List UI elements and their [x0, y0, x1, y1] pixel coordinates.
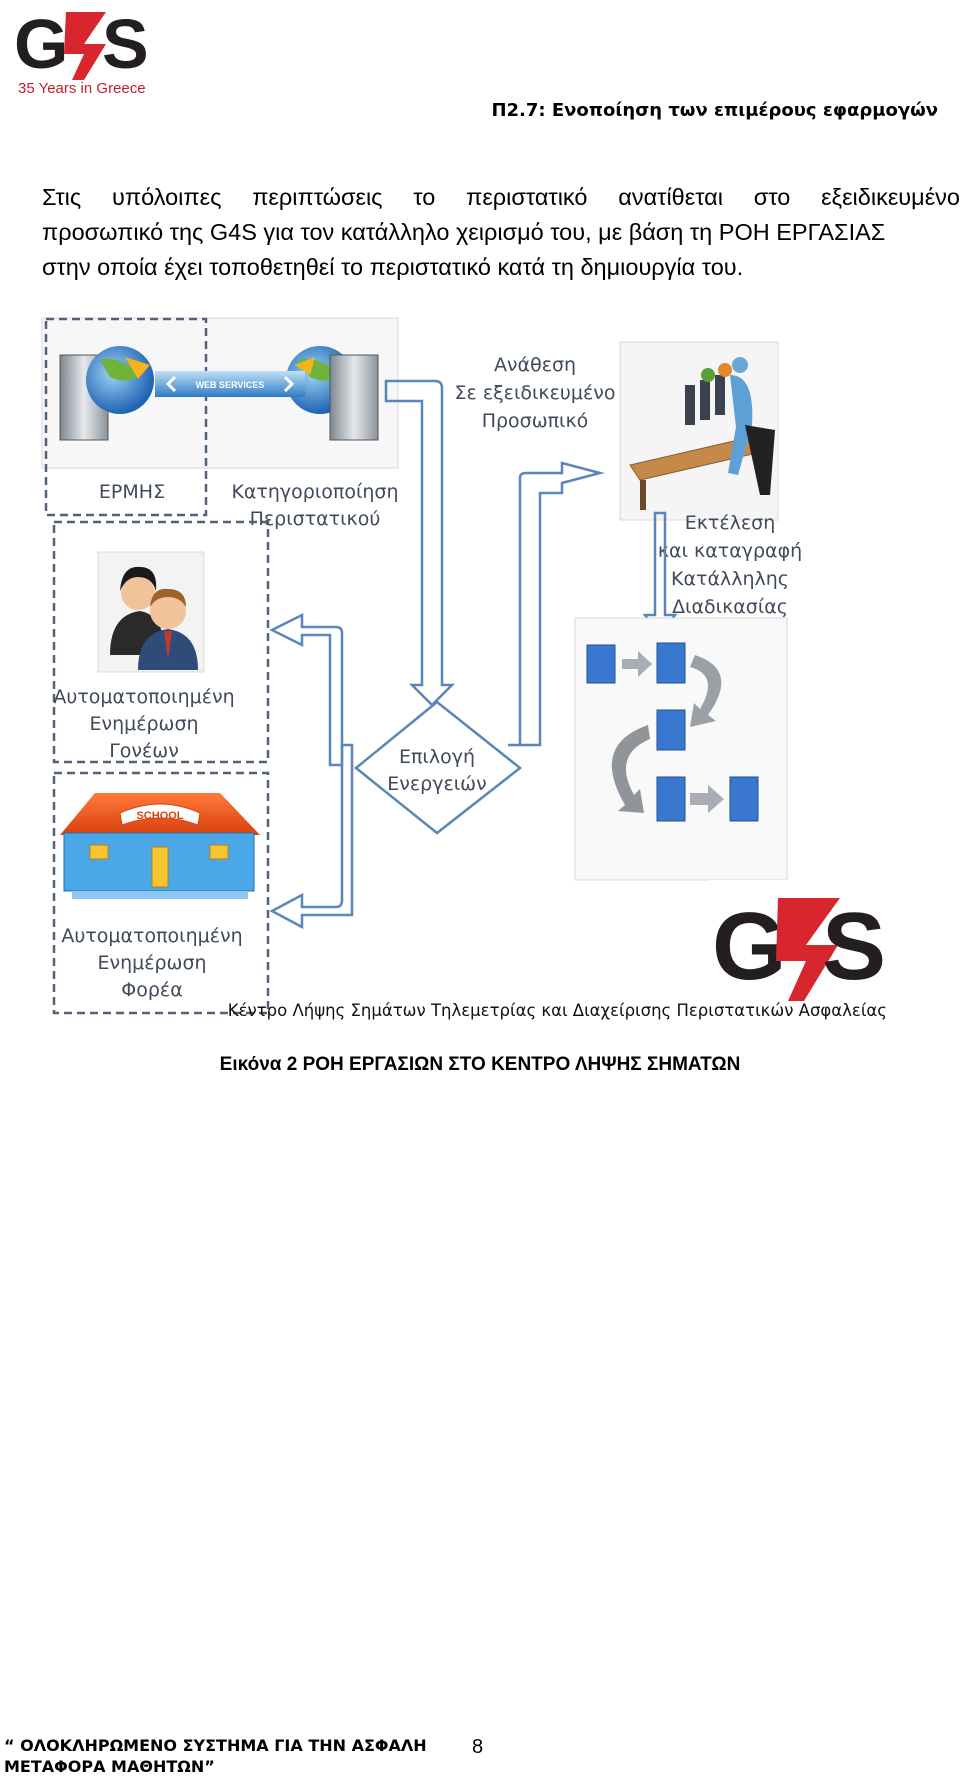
page-number: 8 [472, 1736, 484, 1758]
school-icon: SCHOOL [60, 793, 260, 899]
logo-g: G [14, 5, 68, 83]
g4s-logo: G S [14, 5, 149, 83]
footer-line-2: ΜΕΤΑΦΟΡΑ ΜΑΘΗΤΩΝ” [4, 1757, 215, 1776]
execution-label-1: Εκτέλεση [685, 512, 776, 534]
process-flow-icon [586, 642, 759, 822]
categorization-label-2: Περιστατικού [250, 508, 381, 530]
arrow-to-parents [269, 612, 344, 767]
logo-s: S [102, 5, 149, 83]
provider-label-3: Φορέα [121, 979, 182, 1001]
execution-label-3: Κατάλληλης [671, 568, 789, 590]
ermis-label: ΕΡΜΗΣ [99, 481, 165, 503]
diagram-footer-text: Κέντρο Λήψης Σημάτων Τηλεμετρίας και Δια… [228, 1001, 887, 1020]
server-left-icon [59, 346, 154, 441]
assignment-label-1: Ανάθεση [494, 354, 576, 376]
execution-label-2: και καταγραφή [658, 540, 802, 562]
diagram-logo-4 [776, 898, 840, 1001]
assignment-label-3: Προσωπικό [482, 410, 589, 432]
diagram-logo-g: G [712, 893, 787, 1000]
figure-caption: Εικόνα 2 ΡΟΗ ΕΡΓΑΣΙΩΝ ΣΤΟ ΚΕΝΤΡΟ ΛΗΨΗΣ Σ… [219, 1054, 741, 1075]
footer-line-1: “ ΟΛΟΚΛΗΡΩΜΕΝΟ ΣΥΣΤΗΜΑ ΓΙΑ ΤΗΝ ΑΣΦΑΛΗ [4, 1736, 427, 1755]
diagram-logo-s: S [822, 893, 886, 1000]
web-services-label: WEB SERVICES [196, 380, 265, 390]
logo-tagline: 35 Years in Greece [18, 80, 146, 97]
footer-title: “ ΟΛΟΚΛΗΡΩΜΕΝΟ ΣΥΣΤΗΜΑ ΓΙΑ ΤΗΝ ΑΣΦΑΛΗ ΜΕ… [4, 1735, 427, 1777]
school-sign: SCHOOL [136, 810, 183, 822]
provider-dashed-box [52, 771, 270, 1015]
body-paragraph: Στις υπόλοιπες περιπτώσεις το περιστατικ… [42, 180, 960, 285]
paragraph-line-2: προσωπικό της G4S για τον κατάλληλο χειρ… [42, 219, 886, 245]
parents-label-1: Αυτοματοποιημένη [53, 686, 234, 708]
workers-icon [629, 357, 775, 510]
diagram-g4s-logo: G S [712, 893, 886, 1001]
parents-label-2: Ενημέρωση [89, 713, 198, 735]
ermis-dashed-box [44, 317, 208, 517]
actions-label-2: Ενεργειών [387, 773, 486, 795]
arrow-to-actions [384, 379, 456, 707]
actions-label-1: Επιλογή [399, 746, 475, 768]
workflow-diagram: WEB SERVICES ΕΡΜΗΣ Κατηγοριοποίηση Περισ… [41, 317, 887, 1020]
assignment-label-2: Σε εξειδικευμένο [455, 382, 616, 404]
parents-dashed-box [52, 520, 270, 764]
section-title: Π2.7: Ενοποίηση των επιμέρους εφαρμογών [491, 100, 938, 121]
actions-diamond [354, 700, 523, 835]
execution-label-4: Διαδικασίας [672, 596, 788, 618]
web-services-band: WEB SERVICES [155, 371, 305, 397]
flow-arrows [269, 379, 678, 930]
arrow-to-assignment [508, 461, 605, 747]
categorization-label-1: Κατηγοριοποίηση [231, 481, 398, 503]
arrow-to-provider [269, 743, 354, 930]
logo-4 [64, 12, 106, 80]
parents-icon [110, 566, 198, 670]
provider-label-2: Ενημέρωση [97, 952, 206, 974]
paragraph-line-3: στην οποία έχει τοποθετηθεί το περιστατι… [42, 254, 744, 280]
paragraph-line-1: Στις υπόλοιπες περιπτώσεις το περιστατικ… [42, 184, 960, 210]
parents-label-3: Γονέων [109, 740, 179, 762]
provider-label-1: Αυτοματοποιημένη [61, 925, 242, 947]
